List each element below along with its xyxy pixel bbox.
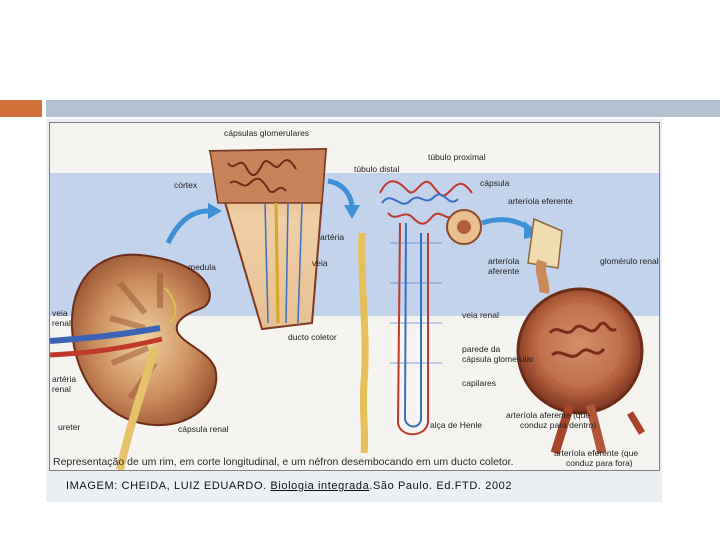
figure-caption: Representação de um rim, em corte longit… <box>53 456 514 468</box>
nephron <box>379 180 482 436</box>
arrow-icon <box>327 178 355 206</box>
label-capilares: capilares <box>462 378 497 388</box>
label-aferente: aferente <box>488 266 520 276</box>
arrow-icon <box>165 208 209 245</box>
credit-prefix: IMAGEM: CHEIDA, LUIZ EDUARDO. <box>66 480 271 492</box>
label-arteriola-eferente: arteríola eferente <box>508 196 573 206</box>
label-ureter: ureter <box>58 422 81 432</box>
label-ducto-coletor: ducto coletor <box>288 332 337 342</box>
label-capsula: cápsula <box>480 178 510 188</box>
label-arteriola-aferente-line1: arteríola aferente (que <box>506 410 591 420</box>
label-tubulo-proximal: túbulo proximal <box>428 152 486 162</box>
kidney-illustration <box>50 147 659 470</box>
label-alca-de-henle: alça de Henle <box>430 420 482 430</box>
label-veia-renal-line2: renal <box>52 318 71 328</box>
arrow-head-icon <box>344 205 360 219</box>
credit-suffix: .São Paulo. Ed.FTD. 2002 <box>369 480 513 492</box>
label-veia-renal-nephron: veia renal <box>462 310 499 320</box>
collecting-duct <box>358 232 369 454</box>
label-capsulas-glomerulares: cápsulas glomerulares <box>224 128 310 138</box>
label-medula: medula <box>188 262 216 272</box>
image-credit: IMAGEM: CHEIDA, LUIZ EDUARDO. Biologia i… <box>66 480 512 492</box>
label-glomerulo-renal: glomérulo renal <box>600 256 659 266</box>
label-arteria-renal-line1: artéria <box>52 374 77 384</box>
kidney-figure: cápsulas glomerulares córtex artéria med… <box>49 122 660 471</box>
kidney-cross-section <box>50 253 218 470</box>
label-arteria-renal-line2: renal <box>52 384 71 394</box>
label-veia-renal-line1: veia <box>52 308 68 318</box>
label-capsula-glomerular: cápsula glomerular <box>462 354 534 364</box>
arrow-head-icon <box>208 203 222 219</box>
label-tubulo-distal: túbulo distal <box>354 164 400 174</box>
label-veia: veia <box>312 258 328 268</box>
label-arteriola-line1: arteríola <box>488 256 520 266</box>
label-arteriola-eferente-line2: conduz para fora) <box>566 458 633 468</box>
label-arteriola-eferente-line1: arteríola eferente (que <box>554 448 639 458</box>
label-arteriola-aferente-line2: conduz para dentro) <box>520 420 597 430</box>
label-parede-da: parede da <box>462 344 501 354</box>
label-arteria: artéria <box>320 232 345 242</box>
slide-accent-bar <box>0 100 42 117</box>
label-capsula-renal: cápsula renal <box>178 424 229 434</box>
glomerulus-enlarged <box>516 217 646 455</box>
label-cortex: córtex <box>174 180 198 190</box>
slide-header-rule <box>46 100 720 117</box>
cortex-wedge <box>208 147 328 331</box>
credit-book-title: Biologia integrada <box>270 480 370 492</box>
